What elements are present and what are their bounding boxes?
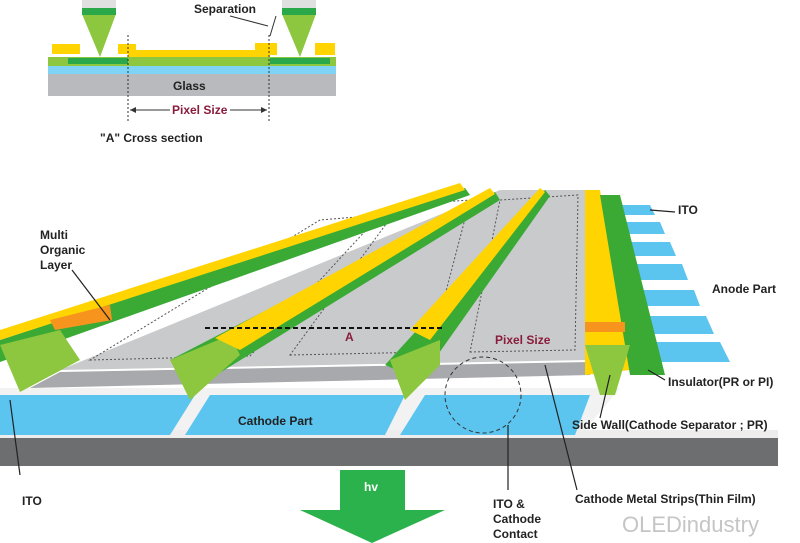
pixel-size-3d-label: Pixel Size [495,333,551,347]
cross-section-caption: "A" Cross section [100,131,203,145]
pixel-size-label: Pixel Size [172,103,228,117]
side-wall-label: Side Wall(Cathode Separator ; PR) [572,418,768,432]
label-line: ITO & [493,497,525,511]
marker-a: A [345,330,354,344]
cathode-part-label: Cathode Part [238,414,313,428]
label-line: Layer [40,258,73,272]
separation-label: Separation [194,2,257,16]
ito-bottom-label: ITO [22,494,42,508]
oled-3d-structure [0,183,778,491]
ito-top-label: ITO [678,203,698,217]
label-line: Organic [40,243,86,257]
insulator-label: Insulator(PR or PI) [668,375,774,389]
cross-section-figure [48,0,336,122]
label-line: Cathode [493,512,541,526]
anode-part-label: Anode Part [712,282,777,296]
multi-organic-layer-label: Multi Organic Layer [40,228,85,273]
hv-label: hv [364,480,379,494]
cathode-metal-label: Cathode Metal Strips(Thin Film) [575,492,756,506]
label-line: Multi [40,228,68,242]
glass-label: Glass [173,79,206,93]
ito-cathode-contact-label: ITO & Cathode Contact [493,497,541,542]
light-emission-arrow [300,470,445,543]
label-line: Contact [493,527,538,541]
watermark: OLEDindustry [622,512,759,537]
glass-substrate [0,438,778,466]
